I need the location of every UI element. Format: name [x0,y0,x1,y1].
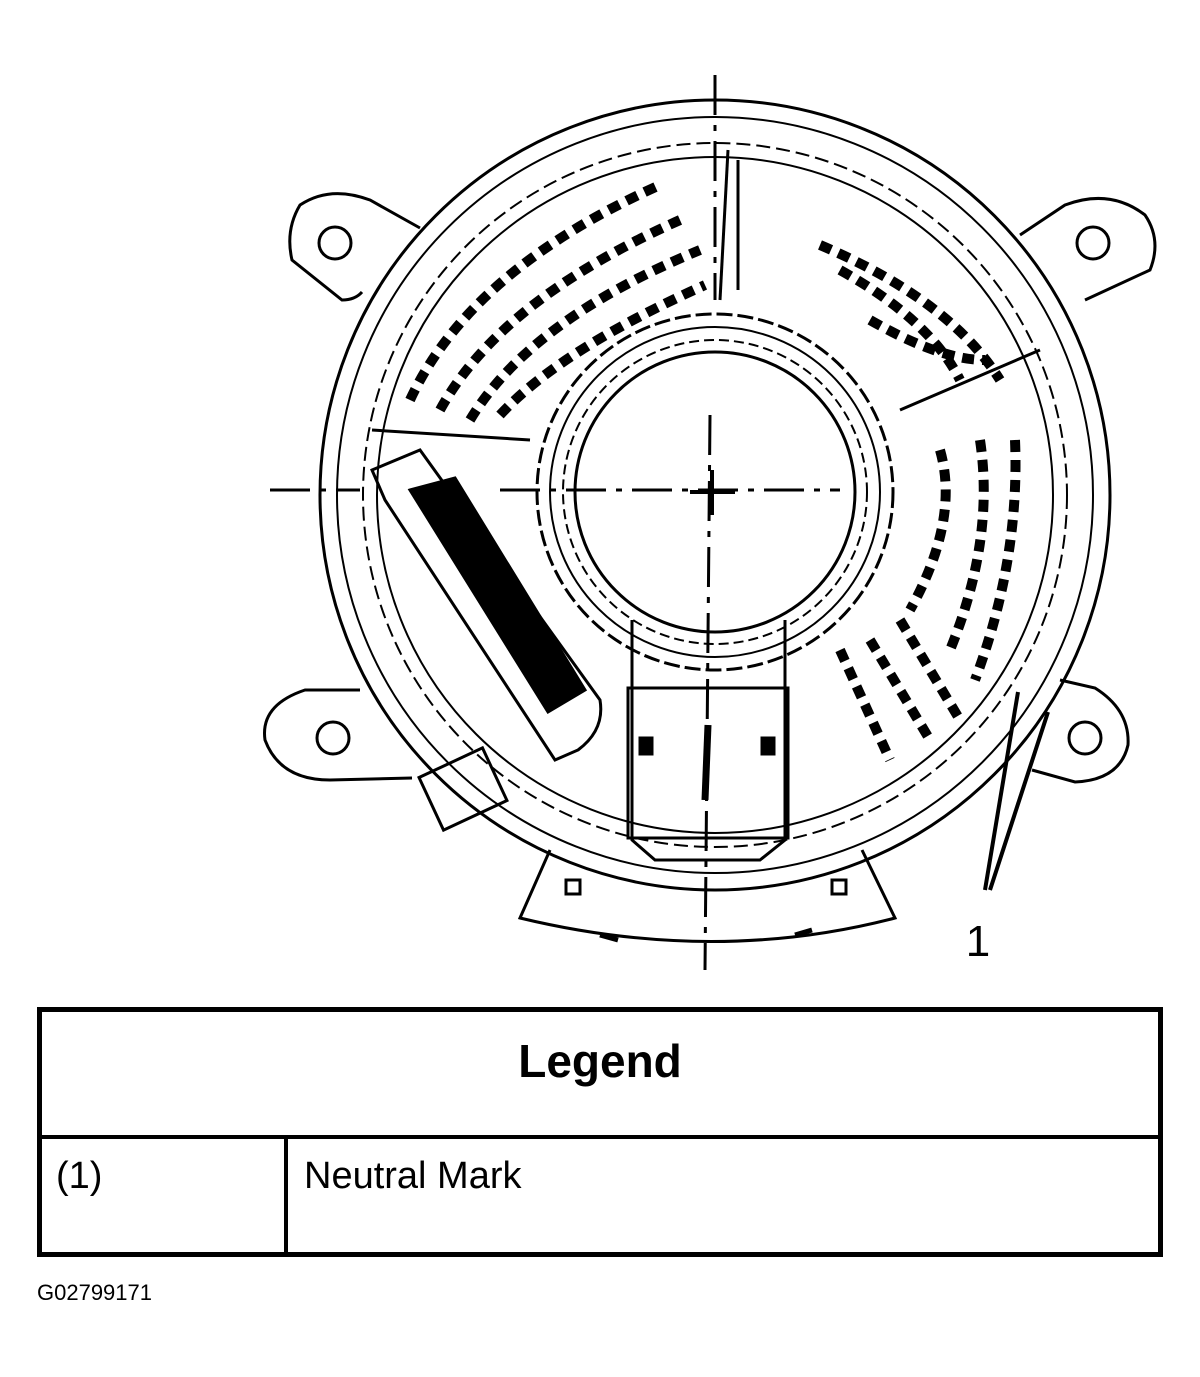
mounting-ear-lower-left [263,688,413,782]
clockspring-diagram: 1 [263,75,1157,971]
legend-key-cell: (1) [42,1139,288,1252]
clockspring-drawing: 1 [263,75,1157,971]
ribbon-hatching [818,240,1021,763]
callout-number-1: 1 [966,917,990,966]
mounting-ear-upper-right [1019,196,1157,302]
mounting-ear-lower-right [1031,678,1130,784]
neutral-mark-leaders [983,691,1050,891]
legend-key: (1) [56,1155,103,1197]
rotor-rings [535,312,895,672]
legend-description: Neutral Mark [304,1155,522,1197]
bottom-flange [517,849,898,943]
left-connector [370,448,603,833]
bottom-connector [626,620,790,862]
ribbon-hatching-upper-left [405,180,708,423]
legend-table: Legend (1) Neutral Mark [37,1007,1163,1257]
legend-title: Legend [518,1035,682,1087]
legend-title-row: Legend [42,1012,1158,1139]
legend-row: (1) Neutral Mark [42,1139,1158,1252]
sector-dividers [371,149,1041,442]
center-lines [270,75,840,971]
mounting-ear-upper-left [288,192,421,302]
figure-id: G02799171 [37,1280,152,1305]
